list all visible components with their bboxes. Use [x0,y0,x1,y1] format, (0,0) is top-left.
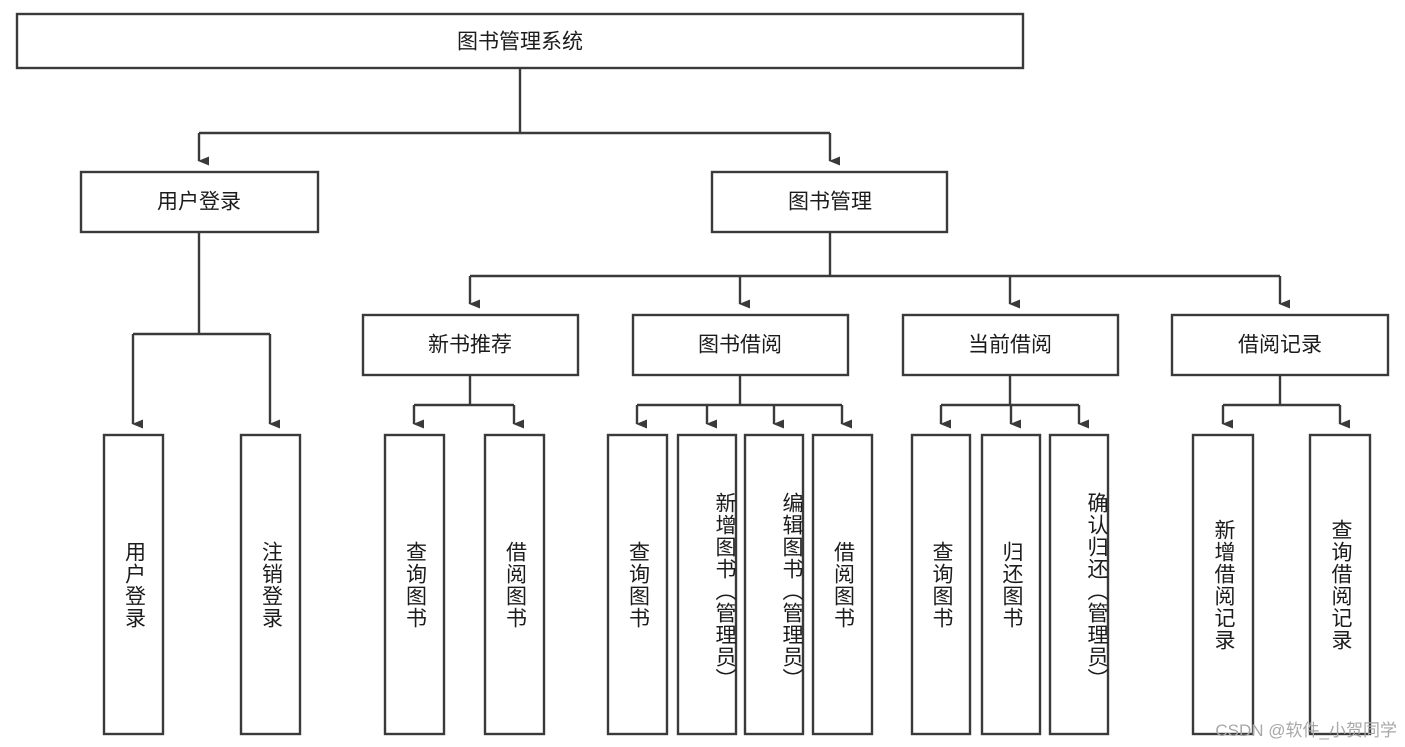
node-borrow-records-box[interactable] [1170,313,1390,377]
node-book-borrow-label: 图书借阅 [698,334,782,357]
node-current-borrow-box[interactable] [901,313,1120,377]
csdn-watermark: CSDN @软件_小贺同学 [1215,721,1397,740]
node-new-book-recommend-box[interactable] [361,313,580,377]
node-leaf-query-book-3-box[interactable] [910,433,972,736]
node-leaf-add-record-box[interactable] [1191,433,1255,736]
node-layer: 图书管理系统 用户登录 图书管理 新书推荐 图书借阅 [15,12,1390,736]
node-leaf-return-book-box[interactable] [980,433,1042,736]
node-leaf-user-login-box[interactable] [102,433,165,736]
node-leaf-confirm-return-box[interactable] [1048,433,1110,736]
node-user-login-box[interactable] [79,170,320,234]
node-book-management[interactable]: 图书管理 [710,170,949,234]
node-user-login-label: 用户登录 [157,191,241,214]
node-leaf-query-record-box[interactable] [1308,433,1372,736]
node-leaf-query-book-2-box[interactable] [606,433,669,736]
node-borrow-records-label: 借阅记录 [1238,334,1322,357]
node-leaf-query-book-1-box[interactable] [383,433,446,736]
node-user-login[interactable]: 用户登录 [79,170,320,234]
node-leaf-logout-box[interactable] [239,433,302,736]
node-leaf-edit-book-box[interactable] [743,433,805,736]
node-leaf-borrow-book-2-box[interactable] [811,433,874,736]
node-book-borrow[interactable]: 图书借阅 [631,313,850,377]
node-new-book-recommend[interactable]: 新书推荐 [361,313,580,377]
connector-layer [131,68,1350,429]
node-book-management-label: 图书管理 [788,191,872,214]
leaf-layer [102,433,1372,736]
node-root-box[interactable] [15,12,1025,70]
node-root-label: 图书管理系统 [457,31,583,54]
node-borrow-records[interactable]: 借阅记录 [1170,313,1390,377]
node-root[interactable]: 图书管理系统 [15,12,1025,70]
node-new-book-recommend-label: 新书推荐 [428,334,512,357]
node-book-management-box[interactable] [710,170,949,234]
node-leaf-add-book-box[interactable] [676,433,738,736]
node-current-borrow-label: 当前借阅 [968,334,1052,357]
node-leaf-borrow-book-1-box[interactable] [483,433,546,736]
node-book-borrow-box[interactable] [631,313,850,377]
node-current-borrow[interactable]: 当前借阅 [901,313,1120,377]
